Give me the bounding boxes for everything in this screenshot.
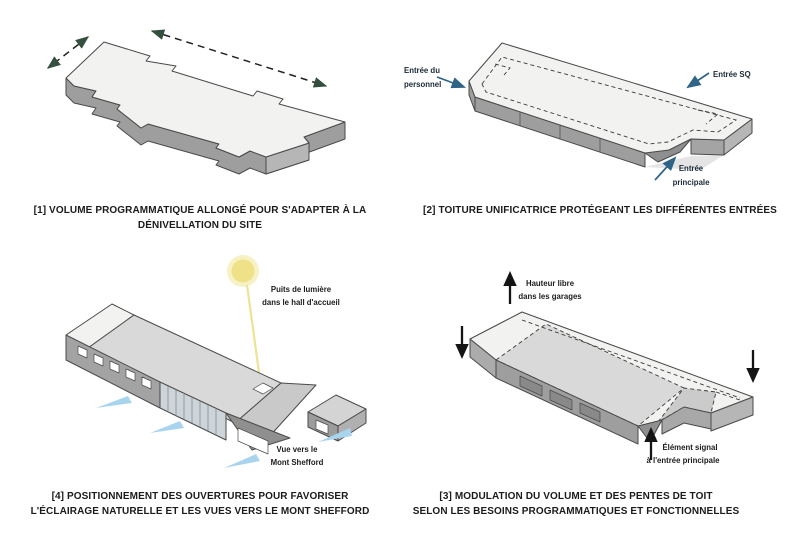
view-arrow-icon xyxy=(150,421,184,433)
sun-ray xyxy=(245,284,263,388)
building-modulated xyxy=(469,311,754,445)
view-arrows xyxy=(96,396,352,468)
entrance-arrow-principale-icon xyxy=(654,156,677,181)
label-puits-lumiere: Puits de lumière xyxy=(271,285,332,294)
caption-modulation-line2: SELON LES BESOINS PROGRAMMATIQUES ET FON… xyxy=(412,506,740,517)
label-entree-principale-2: principale xyxy=(673,178,710,187)
label-hauteur-libre-2: dans les garages xyxy=(518,292,582,301)
height-arrows xyxy=(455,271,760,460)
label-vue-mont-2: Mont Shefford xyxy=(271,458,324,467)
elongation-axis-arrows xyxy=(46,29,328,88)
caption-toiture: [2] TOITURE UNIFICATRICE PROTÉGEANT LES … xyxy=(423,205,777,216)
long-double-arrow-icon xyxy=(150,29,328,88)
label-element-signal-2: à l'entrée principale xyxy=(647,456,721,465)
label-element-signal: Élément signal xyxy=(662,443,717,452)
building-massing xyxy=(65,41,346,175)
sun-icon xyxy=(231,259,255,283)
modulation-labels: Hauteur libre dans les garages Élément s… xyxy=(518,279,720,465)
diagram-modulation: Hauteur libre dans les garages Élément s… xyxy=(455,271,760,465)
label-entree-principale: Entrée xyxy=(679,164,704,173)
entrance-arrow-sq-icon xyxy=(686,72,710,89)
caption-modulation: [3] MODULATION DU VOLUME ET DES PENTES D… xyxy=(400,489,752,519)
label-entree-personnel: Entrée du xyxy=(404,66,440,75)
caption-ouvertures: [4] POSITIONNEMENT DES OUVERTURES POUR F… xyxy=(0,489,400,519)
footprint-dashed-outline xyxy=(481,56,738,145)
label-entree-personnel-2: personnel xyxy=(404,80,441,89)
label-puits-lumiere-2: dans le hall d'accueil xyxy=(262,298,340,307)
diagram-toiture: Entrée du personnel Entrée SQ Entrée pri… xyxy=(404,42,753,187)
building-with-roof xyxy=(468,42,753,170)
diagram-volume-allonge xyxy=(46,29,346,175)
caption-ouvertures-line2: L'ÉCLAIRAGE NATURELLE ET LES VUES VERS L… xyxy=(30,506,370,517)
view-arrow-icon xyxy=(96,396,132,408)
caption-ouvertures-line1: [4] POSITIONNEMENT DES OUVERTURES POUR F… xyxy=(51,491,349,502)
panel-ouvertures: Puits de lumière dans le hall d'accueil … xyxy=(0,230,400,546)
label-hauteur-libre: Hauteur libre xyxy=(526,279,575,288)
entrance-annotations: Entrée du personnel Entrée SQ Entrée pri… xyxy=(404,66,751,187)
view-arrow-icon xyxy=(224,454,260,468)
building-perspective xyxy=(65,303,367,455)
label-vue-mont: Vue vers le xyxy=(277,445,319,454)
glazed-hall xyxy=(159,381,227,441)
panel-modulation: Hauteur libre dans les garages Élément s… xyxy=(400,230,800,546)
panel-toiture-unificatrice: Entrée du personnel Entrée SQ Entrée pri… xyxy=(400,0,800,230)
caption-volume: [1] VOLUME PROGRAMMATIQUE ALLONGÉ POUR S… xyxy=(33,205,367,231)
caption-modulation-line1: [3] MODULATION DU VOLUME ET DES PENTES D… xyxy=(439,491,713,502)
light-view-labels: Puits de lumière dans le hall d'accueil … xyxy=(262,285,340,467)
diagram-ouvertures: Puits de lumière dans le hall d'accueil … xyxy=(65,255,367,468)
unifying-roof xyxy=(468,42,753,154)
wall-windows xyxy=(77,345,152,390)
sun-and-ray xyxy=(227,255,263,388)
view-arrow-icon xyxy=(318,428,352,442)
short-double-arrow-icon xyxy=(46,36,90,69)
skylight xyxy=(252,382,274,395)
label-entree-sq: Entrée SQ xyxy=(713,70,751,79)
entrance-arrow-personnel-icon xyxy=(436,76,467,89)
panel-volume-allonge: [1] VOLUME PROGRAMMATIQUE ALLONGÉ POUR S… xyxy=(0,0,400,231)
garage-doors xyxy=(519,375,601,423)
